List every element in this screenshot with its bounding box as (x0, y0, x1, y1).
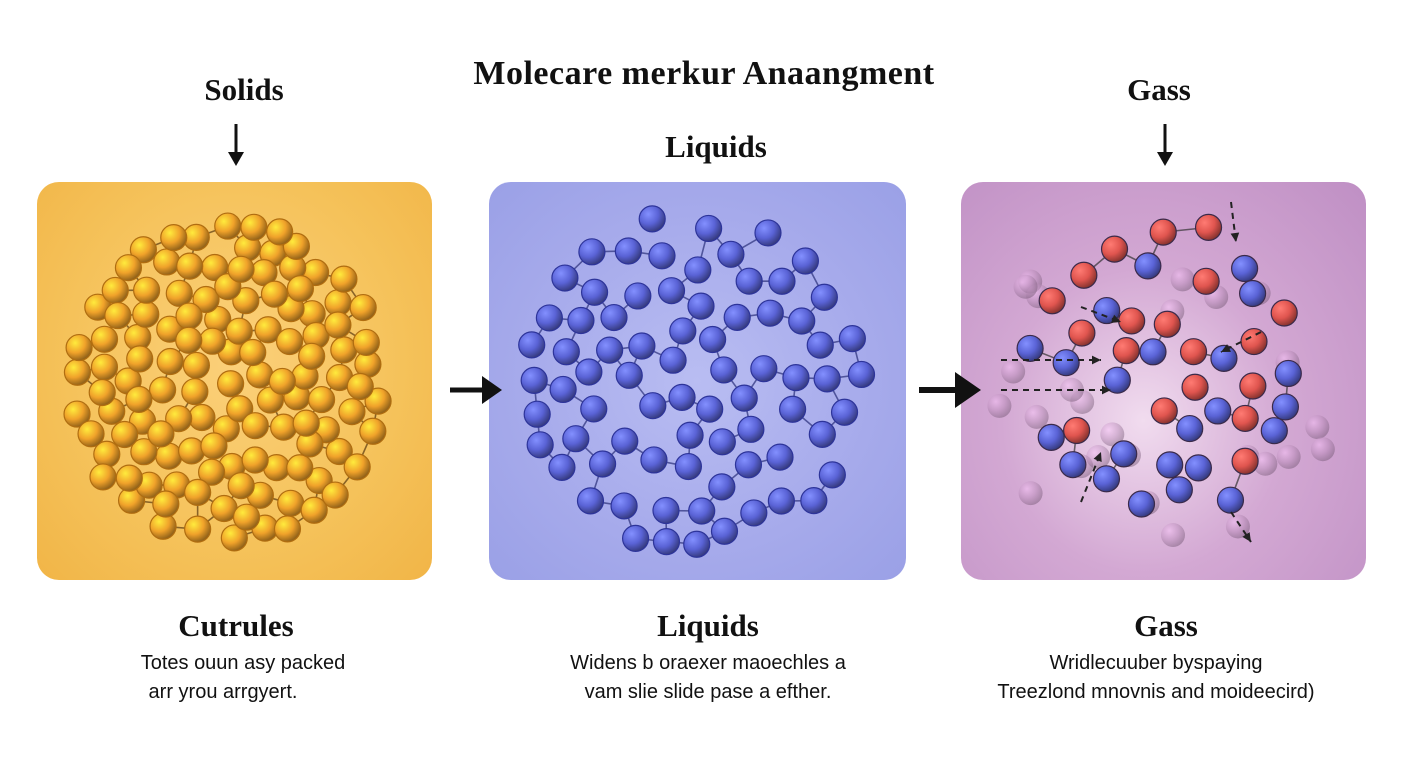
right-arrow-icon-liquid-to-gas (919, 372, 981, 408)
down-arrow-icon-gass (1157, 124, 1173, 166)
panel-gas (961, 182, 1366, 580)
label-liquids-top: Liquids (665, 129, 767, 164)
down-arrow-icon-solids (228, 124, 244, 166)
diagram-title: Molecare merkur Anaangment (473, 55, 935, 92)
desc-liquids-line1: Widens b oraexer maoechles a (570, 652, 846, 674)
label-solids-top: Solids (204, 72, 284, 107)
desc-liquids: Widens b oraexer maoechles a vam slie sl… (508, 649, 908, 707)
title-solids-bottom: Cutrules (178, 608, 294, 643)
title-liquids-bottom: Liquids (657, 608, 759, 643)
desc-solids-line1: Totes ouun asy packed (140, 652, 346, 674)
title-gass-bottom: Gass (1134, 608, 1198, 643)
panel-solid (37, 182, 432, 580)
desc-gass-line1: Wridlecuuber byspaying (1049, 652, 1263, 674)
desc-solids: Totes ouun asy packed arr yrou arrgyert. (43, 649, 443, 707)
desc-solids-line2: arr yrou arrgyert. (148, 681, 298, 703)
label-gass-top: Gass (1127, 72, 1191, 107)
desc-liquids-line2: vam slie slide pase a efther. (584, 681, 832, 703)
right-arrow-icon-solid-to-liquid (450, 376, 502, 404)
panel-liquid (489, 182, 906, 580)
gas-molecules (987, 201, 1335, 548)
solid-molecules (63, 212, 392, 552)
desc-gass: Wridlecuuber byspaying Treezlond mnovnis… (956, 649, 1356, 707)
liquid-molecules (518, 205, 876, 558)
desc-gass-line2: Treezlond mnovnis and moideecird) (997, 681, 1315, 703)
